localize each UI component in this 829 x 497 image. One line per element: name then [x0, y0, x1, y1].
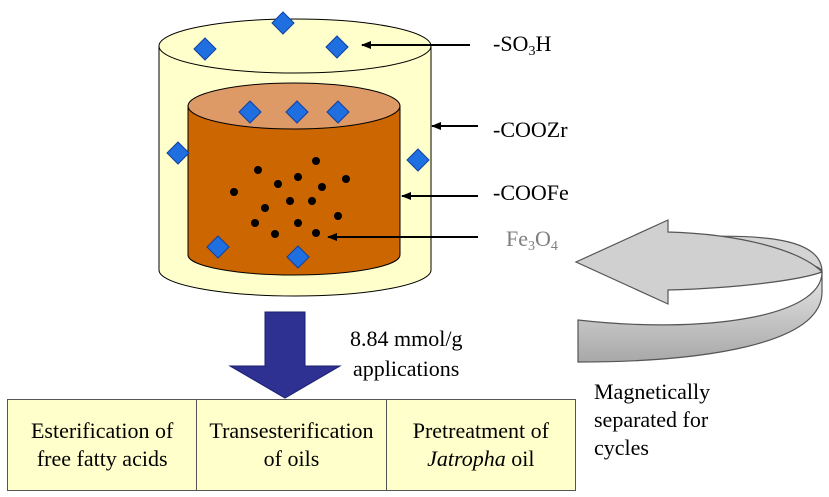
blue-diamond-icon — [166, 141, 190, 165]
black-dot-icon — [334, 212, 342, 220]
pointer-arrows — [327, 41, 478, 241]
black-dot-icon — [312, 157, 320, 165]
fe3o4-label: Fe3O4 — [506, 226, 558, 254]
blue-diamond-icon — [206, 235, 230, 259]
applications-caption: applications — [353, 356, 460, 381]
blue-diamond-icon — [406, 148, 430, 172]
blue-diamond-icon — [286, 245, 310, 269]
black-dot-icon — [312, 229, 320, 237]
black-dot-icon — [286, 197, 294, 205]
blue-diamond-icon — [325, 35, 349, 59]
magnetic-separation-note: Magnetically separated for cycles — [594, 378, 710, 462]
blue-diamond-icon — [193, 37, 217, 61]
black-dot-icon — [294, 173, 302, 181]
down-arrow-icon — [228, 311, 342, 399]
coofe-label: -COOFe — [493, 180, 569, 205]
magnetic-note-line: cycles — [594, 435, 649, 460]
black-dot-icon — [261, 204, 269, 212]
black-dot-icon — [294, 219, 302, 227]
blue-diamond-icon — [271, 11, 295, 35]
blue-diamond-icon — [285, 100, 309, 124]
so3h-label: -SO3H — [493, 31, 552, 59]
black-dot-icon — [251, 219, 259, 227]
black-dot-icon — [254, 166, 262, 174]
black-dot-icon — [274, 180, 282, 188]
blue-diamond-icon — [326, 100, 350, 124]
application-pretreatment: Pretreatment of Jatropha oil — [412, 418, 549, 471]
application-transesterification: Transesterification of oils — [197, 400, 387, 490]
fe3o4-particles — [230, 157, 350, 238]
black-dot-icon — [342, 175, 350, 183]
black-dot-icon — [308, 197, 316, 205]
magnetic-note-line: separated for — [594, 407, 709, 432]
acid-density-value: 8.84 mmol/g — [350, 326, 463, 351]
blue-diamond-icon — [238, 100, 262, 124]
curved-return-arrow-icon — [574, 219, 824, 363]
black-dot-icon — [230, 188, 238, 196]
magnetic-note-line: Magnetically — [594, 379, 711, 404]
sulfonic-sites — [166, 11, 430, 269]
black-dot-icon — [271, 230, 279, 238]
application-esterification: Esterification of free fatty acids — [8, 400, 198, 490]
coozr-label: -COOZr — [493, 117, 568, 142]
applications-table: Esterification of free fatty acids Trans… — [7, 399, 576, 491]
black-dot-icon — [318, 183, 326, 191]
